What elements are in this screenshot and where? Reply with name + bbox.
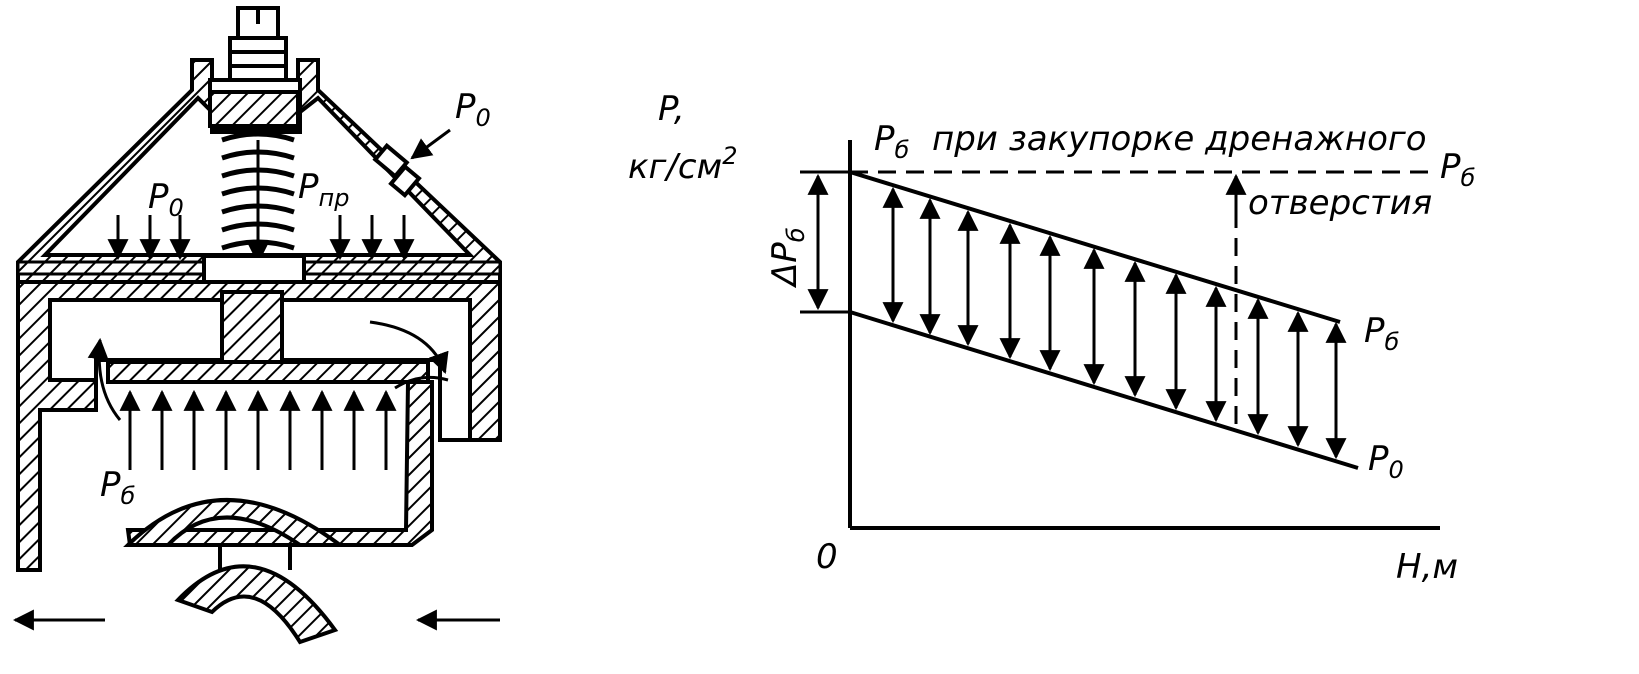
label-p0-inner: P: [148, 177, 169, 217]
p0-pressure-arrows: [107, 215, 415, 261]
spring-seat: [208, 90, 300, 128]
drain-fitting: [372, 142, 422, 199]
adjusting-screw: [228, 6, 288, 90]
origin-label: 0: [816, 537, 838, 577]
flow-arrow-left: [87, 337, 122, 421]
label-pb: P: [100, 465, 121, 505]
valve-plate: [106, 360, 430, 384]
valve-stem: [220, 290, 284, 364]
svg-text:Pб: Pб: [1440, 147, 1476, 192]
label-ppr: P: [298, 167, 319, 207]
end-p0-label: P: [1368, 439, 1389, 479]
p0-outer-arrow: [410, 128, 451, 160]
top-line-pb: P: [874, 119, 895, 159]
valve-cross-section: [12, 6, 502, 645]
svg-text:Pпр: Pпр: [298, 167, 349, 212]
svg-text:кг/см2: кг/см2: [628, 142, 737, 187]
top-line-caption: при закупорке дренажного: [932, 119, 1427, 159]
pipe-elbow: [174, 564, 339, 645]
pb-pressure-arrows: [119, 389, 397, 470]
label-p0-outer: P: [455, 87, 476, 127]
flow-arrow-right: [369, 320, 449, 374]
graph-labels: P, кг/см2 0 H,м ΔPб Pб при закупорке дре…: [628, 89, 1476, 587]
top-line-caption-2: отверстия: [1248, 183, 1432, 223]
y-axis-label-units: кг/см: [628, 147, 722, 187]
x-axis-label: H,м: [1396, 547, 1458, 587]
y-axis-label-p: P,: [658, 89, 685, 129]
svg-text:Pб: Pб: [874, 119, 910, 164]
pressure-graph: [800, 140, 1440, 530]
svg-text:P0: P0: [455, 87, 491, 132]
right-pb-label: P: [1440, 147, 1461, 187]
delta-pb-label: ΔP: [765, 242, 805, 289]
p0-line: [849, 310, 1359, 470]
pipe-fitting: [123, 498, 347, 547]
svg-text:ΔPб: ΔPб: [765, 227, 810, 289]
svg-text:Pб: Pб: [100, 465, 136, 510]
pb-line: [849, 170, 1341, 324]
svg-text:P0: P0: [148, 177, 184, 222]
svg-text:P0: P0: [1368, 439, 1404, 484]
valve-labels: P0 P0 Pпр Pб: [100, 87, 491, 510]
svg-text:Pб: Pб: [1364, 311, 1400, 356]
pressure-difference-arrows: [882, 186, 1347, 460]
lower-chamber: [125, 380, 434, 547]
end-pb-label: P: [1364, 311, 1385, 351]
